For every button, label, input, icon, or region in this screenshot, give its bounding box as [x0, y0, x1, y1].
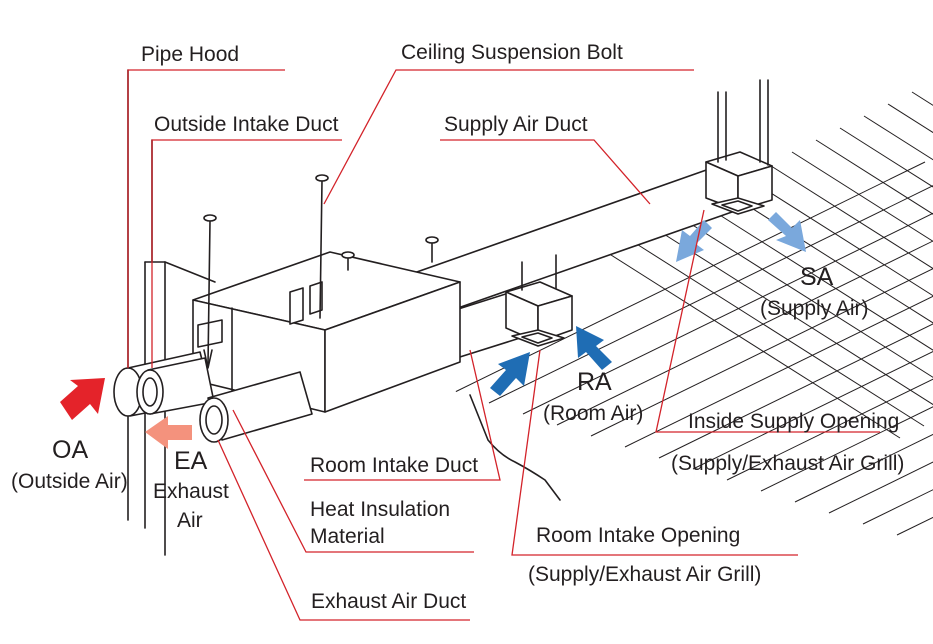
grid-line: [863, 115, 933, 161]
grid-line: [887, 103, 933, 134]
grid-line: [815, 139, 933, 215]
outside-air-arrow: [60, 378, 105, 420]
grid-line: [556, 240, 933, 426]
grid-ragged-edge: [469, 394, 561, 501]
grid-line: [791, 151, 933, 242]
label-sa-full: (Supply Air): [760, 297, 869, 320]
grid-line: [599, 247, 901, 439]
label-inside-supply-grill: (Supply/Exhaust Air Grill): [671, 452, 904, 475]
label-ra-full: (Room Air): [543, 402, 643, 425]
label-ea-line1: Exhaust: [153, 480, 229, 503]
label-pipe-hood: Pipe Hood: [141, 43, 239, 66]
label-ea-line2: Air: [177, 509, 203, 532]
grid-line: [658, 323, 933, 459]
label-ea: EA: [174, 447, 208, 475]
grid-line: [839, 127, 933, 188]
grid-line: [488, 185, 933, 404]
room-air-arrow-left: [490, 352, 530, 396]
grid-line: [623, 235, 925, 427]
label-outside-intake-duct: Outside Intake Duct: [154, 113, 339, 136]
ceiling-suspension-bolts: [203, 174, 439, 369]
room-intake-opening-box: [505, 254, 573, 347]
label-exhaust-air-duct: Exhaust Air Duct: [311, 590, 466, 613]
label-heat-insulation-2: Material: [310, 525, 385, 548]
label-oa: OA: [52, 436, 88, 464]
exhaust-air-duct: [199, 371, 313, 443]
supply-air-arrow-right: [768, 212, 806, 252]
label-ra: RA: [577, 368, 612, 396]
grid-line: [828, 461, 933, 514]
grid-line: [522, 212, 933, 415]
label-room-intake-grill: (Supply/Exhaust Air Grill): [528, 563, 761, 586]
room-air-arrow-right: [576, 326, 612, 370]
label-sa: SA: [800, 263, 834, 291]
grid-line: [671, 211, 933, 378]
grid-line: [726, 378, 933, 481]
grid-line: [647, 223, 933, 406]
label-room-intake-duct: Room Intake Duct: [310, 454, 478, 477]
heat-exchanger-unit: [192, 251, 461, 413]
grid-edge-mask: [0, 380, 560, 644]
grid-line: [794, 433, 933, 503]
grid-line: [743, 175, 933, 297]
grid-line: [767, 163, 933, 270]
label-heat-insulation-1: Heat Insulation: [310, 498, 450, 521]
label-supply-air-duct: Supply Air Duct: [444, 113, 588, 136]
grid-line: [760, 406, 933, 492]
airflow-arrows: [60, 212, 806, 449]
inside-supply-opening-box: [705, 79, 773, 215]
label-ceiling-suspension-bolt: Ceiling Suspension Bolt: [401, 41, 623, 64]
label-inside-supply-opening: Inside Supply Opening: [688, 410, 899, 433]
label-oa-full: (Outside Air): [11, 470, 128, 493]
grid-line: [695, 199, 933, 351]
leader-lines: [127, 69, 880, 621]
grid-line: [692, 350, 933, 470]
grid-line: [624, 295, 933, 448]
supply-air-arrow-left: [676, 220, 712, 262]
exhaust-air-arrow: [145, 416, 192, 449]
label-room-intake-opening: Room Intake Opening: [536, 524, 740, 547]
grid-line: [590, 268, 933, 437]
